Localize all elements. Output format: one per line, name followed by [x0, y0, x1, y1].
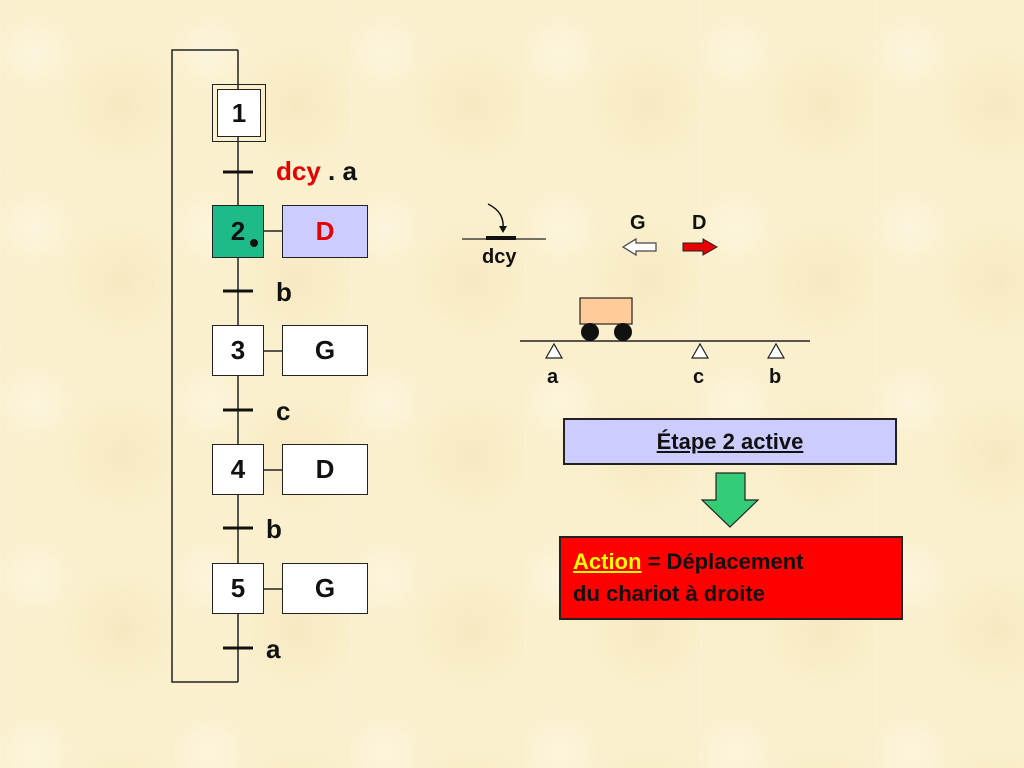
action-description: Action = Déplacement du chariot à droite — [559, 536, 903, 620]
press-arrowhead-icon — [499, 226, 507, 233]
step-1-number: 1 — [231, 97, 247, 128]
dcy-button-label: dcy — [482, 246, 517, 268]
transition-2-label: b — [276, 277, 292, 307]
sensor-c-label: c — [693, 366, 705, 388]
cart-wheel-right — [614, 323, 632, 341]
action-text: = Déplacement — [641, 549, 804, 574]
action-3: G — [282, 325, 368, 376]
right-arrow-label: D — [692, 212, 707, 234]
cart-wheel-left — [581, 323, 599, 341]
left-arrow-label: G — [630, 212, 646, 234]
sensor-b-label: b — [769, 366, 782, 388]
step-1: 1 — [217, 89, 261, 137]
transition-1-label: dcy . a — [276, 156, 357, 187]
step-1-outer — [212, 84, 266, 142]
action-4-label: D — [315, 454, 335, 484]
step-2-number: 2 — [230, 216, 246, 246]
action-3-label: G — [314, 335, 336, 365]
left-arrow-icon — [621, 237, 657, 257]
step-4: 4 — [212, 444, 264, 495]
step-5-number: 5 — [230, 573, 246, 603]
down-arrow-icon — [700, 472, 760, 528]
press-arrow-icon — [487, 203, 504, 230]
action-text-line2: du chariot à droite — [573, 581, 765, 606]
action-2-label: D — [315, 216, 335, 246]
step-3-number: 3 — [230, 335, 246, 365]
transition-3-label: c — [276, 396, 291, 426]
action-5-label: G — [314, 573, 336, 603]
sensor-c-icon — [690, 342, 710, 359]
sensor-a-label: a — [547, 366, 559, 388]
step-3: 3 — [212, 325, 264, 376]
transition-1-dcy: dcy — [276, 156, 321, 186]
active-step-status: Étape 2 active — [563, 418, 897, 465]
grafcet-loop-link — [171, 49, 238, 683]
action-keyword: Action — [573, 549, 642, 574]
right-arrow-icon — [682, 238, 719, 256]
step-4-number: 4 — [230, 454, 246, 484]
step-2: 2 — [212, 205, 264, 258]
sensor-a-icon — [544, 342, 564, 359]
transition-1-rest: . a — [328, 156, 357, 186]
transition-4-label: b — [266, 514, 282, 544]
active-token-icon — [250, 239, 258, 247]
action-2: D — [282, 205, 368, 258]
transition-5-label: a — [266, 634, 281, 664]
step-5: 5 — [212, 563, 264, 614]
sensor-b-icon — [766, 342, 786, 359]
action-4: D — [282, 444, 368, 495]
action-5: G — [282, 563, 368, 614]
cart-body — [579, 297, 633, 325]
